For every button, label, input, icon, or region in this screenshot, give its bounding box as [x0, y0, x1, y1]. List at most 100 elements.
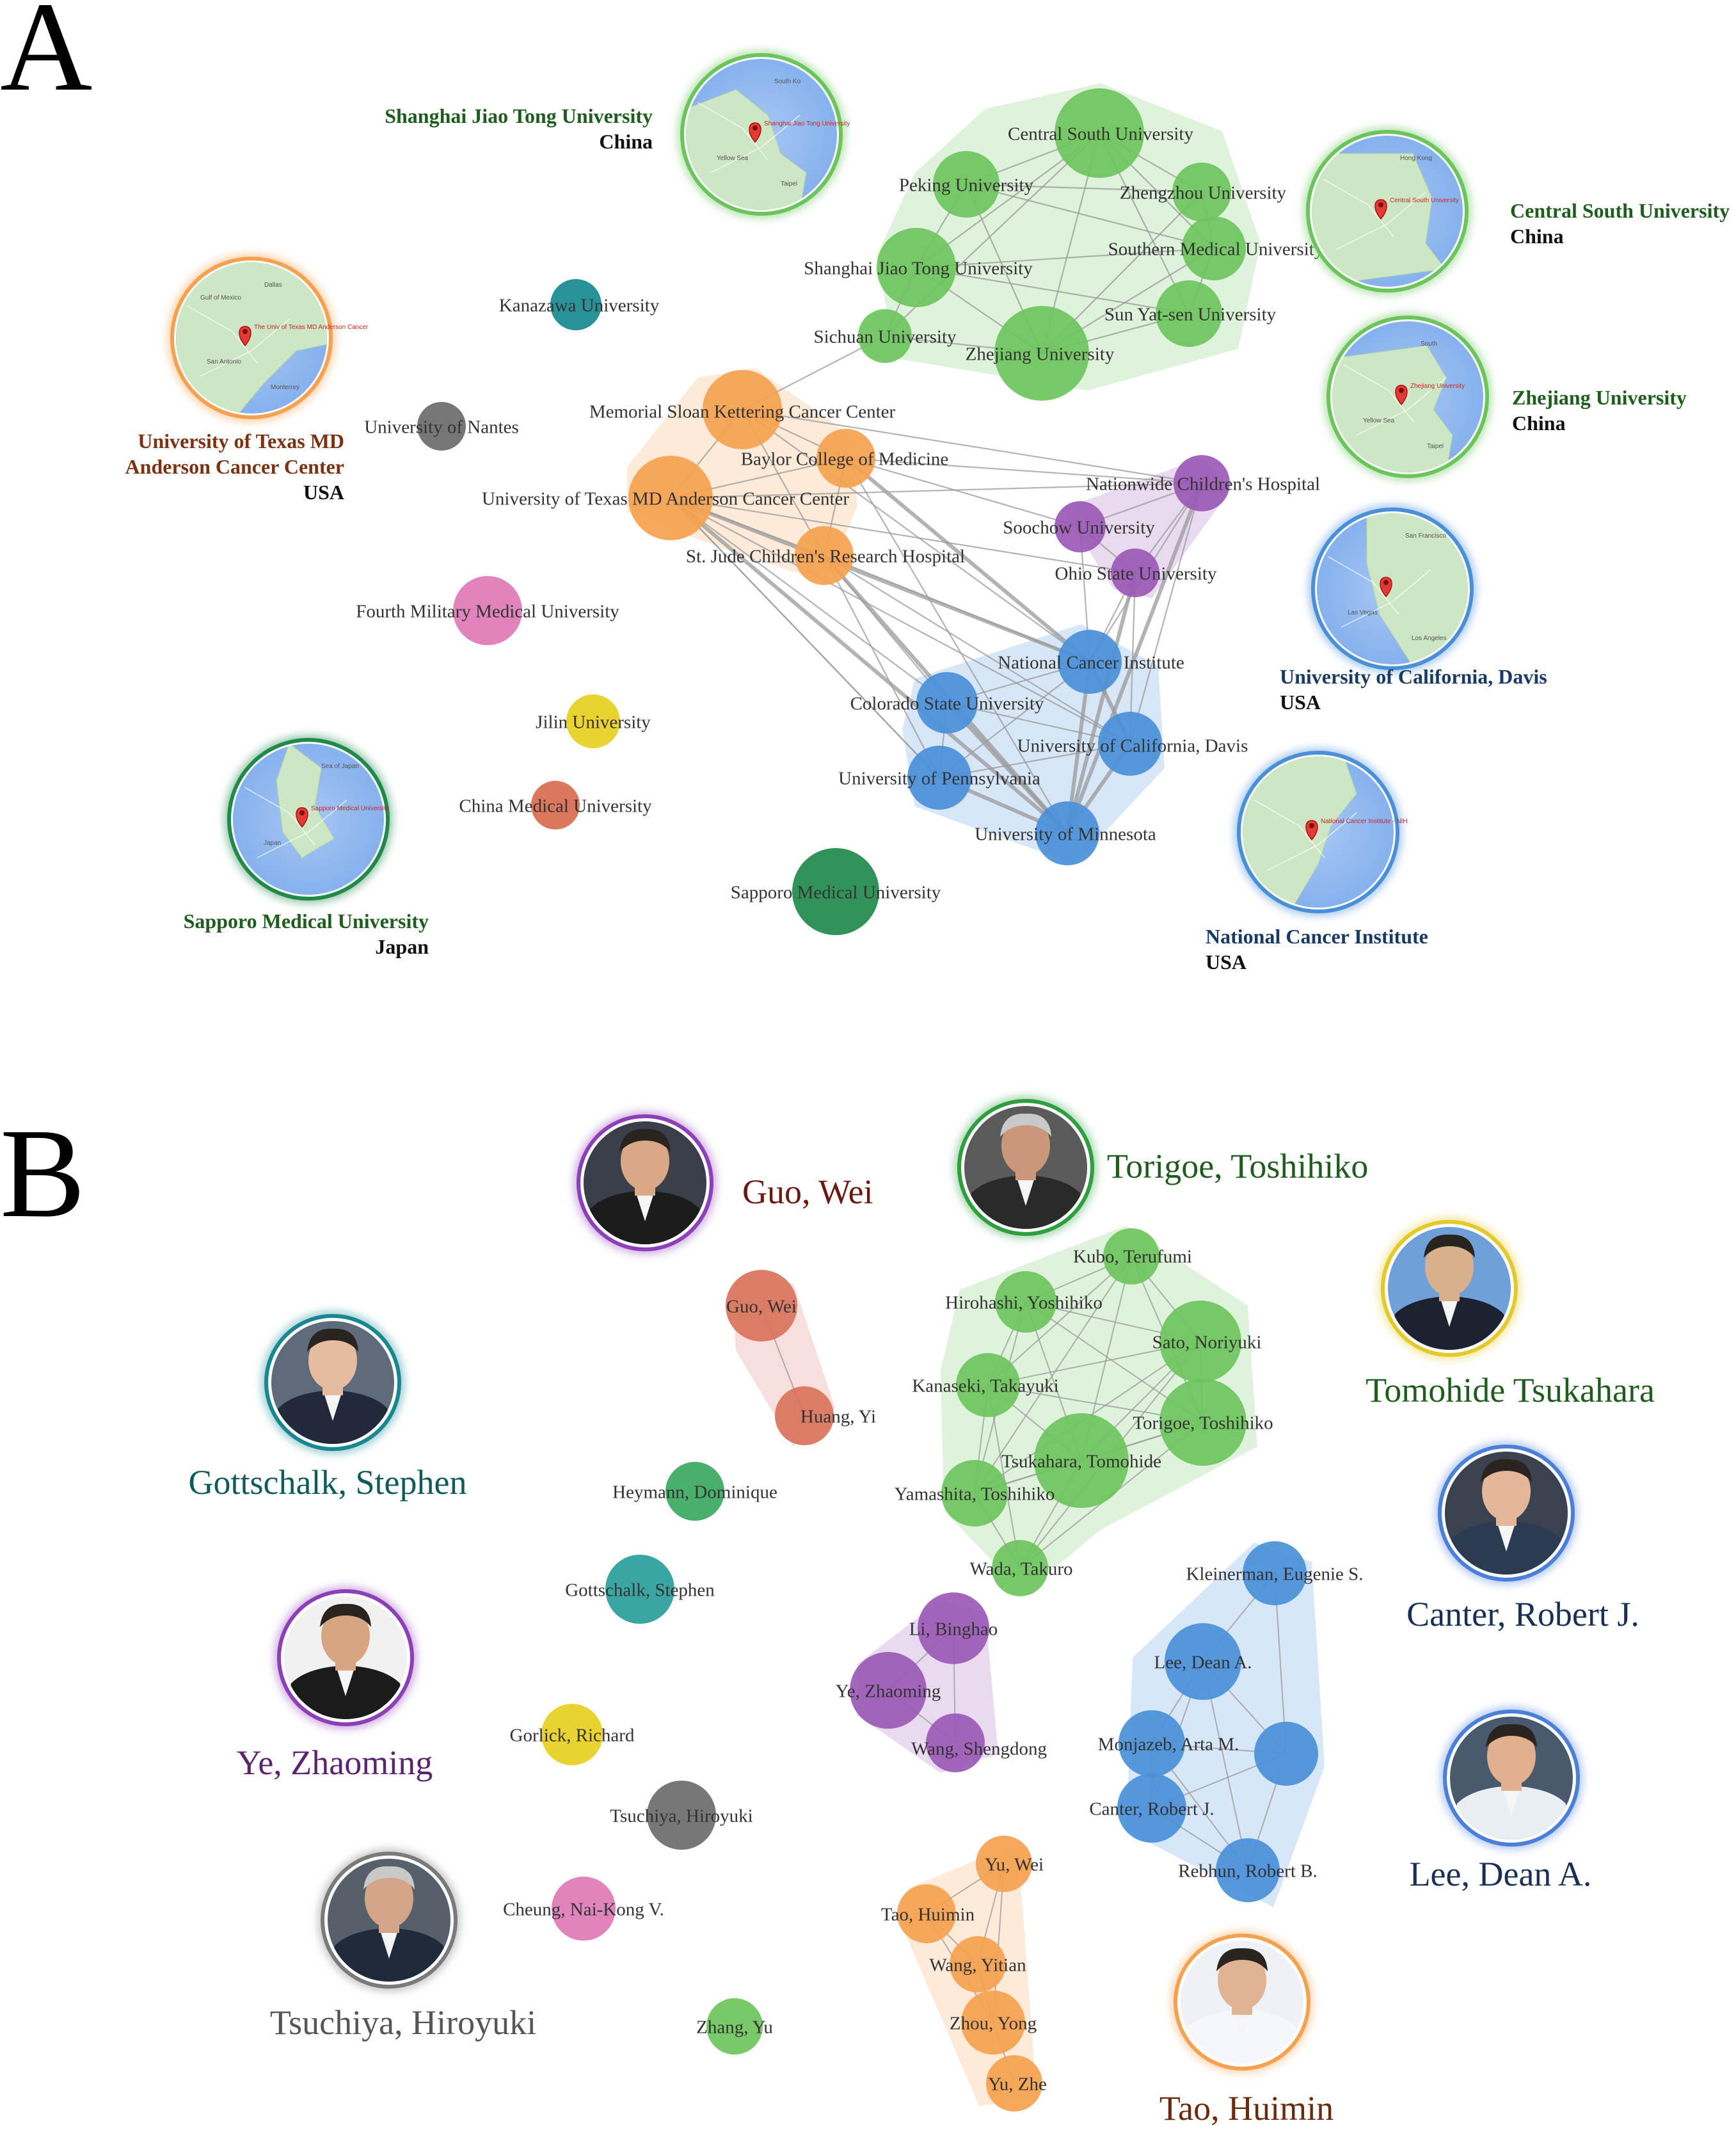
network-node-kubo-terufumi[interactable] — [1103, 1228, 1159, 1285]
network-node-peking-university[interactable] — [933, 151, 999, 218]
network-node-sapporo-medical-university[interactable] — [792, 848, 879, 935]
node-circle[interactable] — [795, 526, 854, 585]
node-circle[interactable] — [417, 402, 466, 451]
node-circle[interactable] — [1058, 630, 1122, 694]
network-node-shanghai-jiao-tong-university[interactable] — [877, 228, 956, 307]
network-node-kleinerman-eugenie-s[interactable] — [1243, 1541, 1307, 1605]
network-node-rebhun-robert-b[interactable] — [1216, 1838, 1280, 1902]
network-node-university-of-minnesota[interactable] — [1035, 801, 1099, 865]
node-circle[interactable] — [961, 1991, 1025, 2055]
network-node-wada-takuro[interactable] — [992, 1540, 1048, 1596]
network-node-yu-wei[interactable] — [976, 1836, 1032, 1892]
network-node-sato-noriyuki[interactable] — [1159, 1301, 1241, 1383]
network-node-canter-robert-j[interactable] — [1117, 1774, 1186, 1843]
network-node-unlabeled-22[interactable] — [1254, 1722, 1318, 1786]
node-circle[interactable] — [1119, 1710, 1185, 1777]
node-circle[interactable] — [1156, 280, 1222, 347]
node-circle[interactable] — [531, 781, 580, 830]
network-node-sun-yat-sen-university[interactable] — [1156, 280, 1222, 347]
network-node-kanaseki-takayuki[interactable] — [956, 1353, 1020, 1417]
network-node-soochow-university[interactable] — [1055, 501, 1106, 552]
network-node-baylor-college-of-medicine[interactable] — [816, 429, 875, 488]
node-circle[interactable] — [1172, 163, 1231, 221]
node-circle[interactable] — [647, 1781, 716, 1850]
network-node-zhejiang-university[interactable] — [994, 306, 1089, 401]
node-circle[interactable] — [703, 370, 782, 449]
node-circle[interactable] — [986, 2055, 1042, 2112]
network-node-university-of-nantes[interactable] — [417, 402, 466, 451]
node-circle[interactable] — [605, 1555, 674, 1624]
network-node-zhang-yu[interactable] — [706, 1998, 763, 2055]
node-circle[interactable] — [1243, 1541, 1307, 1605]
network-node-wang-yitian[interactable] — [950, 1936, 1006, 1992]
network-node-yu-zhe[interactable] — [986, 2055, 1042, 2112]
node-circle[interactable] — [918, 1592, 989, 1664]
node-circle[interactable] — [1117, 1774, 1186, 1843]
network-node-tsuchiya-hiroyuki[interactable] — [647, 1781, 716, 1850]
network-node-hirohashi-yoshihiko[interactable] — [995, 1271, 1056, 1333]
network-node-yamashita-toshihiko[interactable] — [941, 1460, 1008, 1527]
node-circle[interactable] — [858, 309, 912, 363]
node-circle[interactable] — [933, 151, 999, 218]
network-node-monjazeb-arta-m[interactable] — [1119, 1710, 1185, 1777]
node-circle[interactable] — [995, 1271, 1056, 1333]
node-circle[interactable] — [1174, 455, 1230, 511]
node-circle[interactable] — [877, 228, 956, 307]
node-circle[interactable] — [1159, 1301, 1241, 1383]
node-circle[interactable] — [1034, 1413, 1129, 1508]
node-circle[interactable] — [956, 1353, 1020, 1417]
node-circle[interactable] — [941, 1460, 1008, 1527]
node-circle[interactable] — [1159, 1379, 1246, 1466]
node-circle[interactable] — [992, 1540, 1048, 1596]
network-node-national-cancer-institute[interactable] — [1058, 630, 1122, 694]
network-node-st-jude-children-s-research-hospital[interactable] — [795, 526, 854, 585]
network-node-jilin-university[interactable] — [566, 694, 620, 748]
network-node-cheung-nai-kong-v[interactable] — [552, 1877, 616, 1941]
node-circle[interactable] — [1055, 88, 1144, 178]
node-circle[interactable] — [566, 694, 620, 748]
node-circle[interactable] — [907, 746, 971, 810]
network-node-university-of-california-davis[interactable] — [1098, 712, 1162, 776]
network-node-kanazawa-university[interactable] — [550, 279, 601, 330]
node-circle[interactable] — [628, 456, 713, 540]
node-circle[interactable] — [453, 576, 522, 645]
node-circle[interactable] — [726, 1270, 797, 1342]
network-node-memorial-sloan-kettering-cancer-center[interactable] — [703, 370, 782, 449]
network-node-fourth-military-medical-university[interactable] — [453, 576, 522, 645]
network-node-zhou-yong[interactable] — [961, 1991, 1025, 2055]
node-circle[interactable] — [792, 848, 879, 935]
network-node-southern-medical-university[interactable] — [1182, 216, 1246, 280]
node-circle[interactable] — [926, 1713, 985, 1772]
network-node-ohio-state-university[interactable] — [1111, 549, 1159, 597]
node-circle[interactable] — [1098, 712, 1162, 776]
node-circle[interactable] — [976, 1836, 1032, 1892]
node-circle[interactable] — [775, 1386, 834, 1445]
network-node-university-of-pennsylvania[interactable] — [907, 746, 971, 810]
node-circle[interactable] — [1111, 549, 1159, 597]
network-node-lee-dean-a[interactable] — [1165, 1623, 1241, 1700]
node-circle[interactable] — [550, 279, 601, 330]
node-circle[interactable] — [1254, 1722, 1318, 1786]
node-circle[interactable] — [541, 1704, 603, 1765]
node-circle[interactable] — [850, 1652, 927, 1729]
node-circle[interactable] — [1165, 1623, 1241, 1700]
network-node-colorado-state-university[interactable] — [916, 672, 978, 733]
network-node-guo-wei[interactable] — [726, 1270, 797, 1342]
network-node-nationwide-children-s-hospital[interactable] — [1174, 455, 1230, 511]
node-circle[interactable] — [1182, 216, 1246, 280]
network-node-tao-huimin[interactable] — [897, 1884, 956, 1943]
node-circle[interactable] — [916, 672, 978, 733]
node-circle[interactable] — [816, 429, 875, 488]
network-node-heymann-dominique[interactable] — [665, 1462, 724, 1521]
node-circle[interactable] — [1055, 501, 1106, 552]
network-node-central-south-university[interactable] — [1055, 88, 1144, 178]
network-node-wang-shengdong[interactable] — [926, 1713, 985, 1772]
node-circle[interactable] — [897, 1884, 956, 1943]
node-circle[interactable] — [950, 1936, 1006, 1992]
network-node-china-medical-university[interactable] — [531, 781, 580, 830]
network-node-gorlick-richard[interactable] — [541, 1704, 603, 1765]
node-circle[interactable] — [994, 306, 1089, 401]
node-circle[interactable] — [1216, 1838, 1280, 1902]
network-node-university-of-texas-md-anderson-cancer-center[interactable] — [628, 456, 713, 540]
node-circle[interactable] — [665, 1462, 724, 1521]
